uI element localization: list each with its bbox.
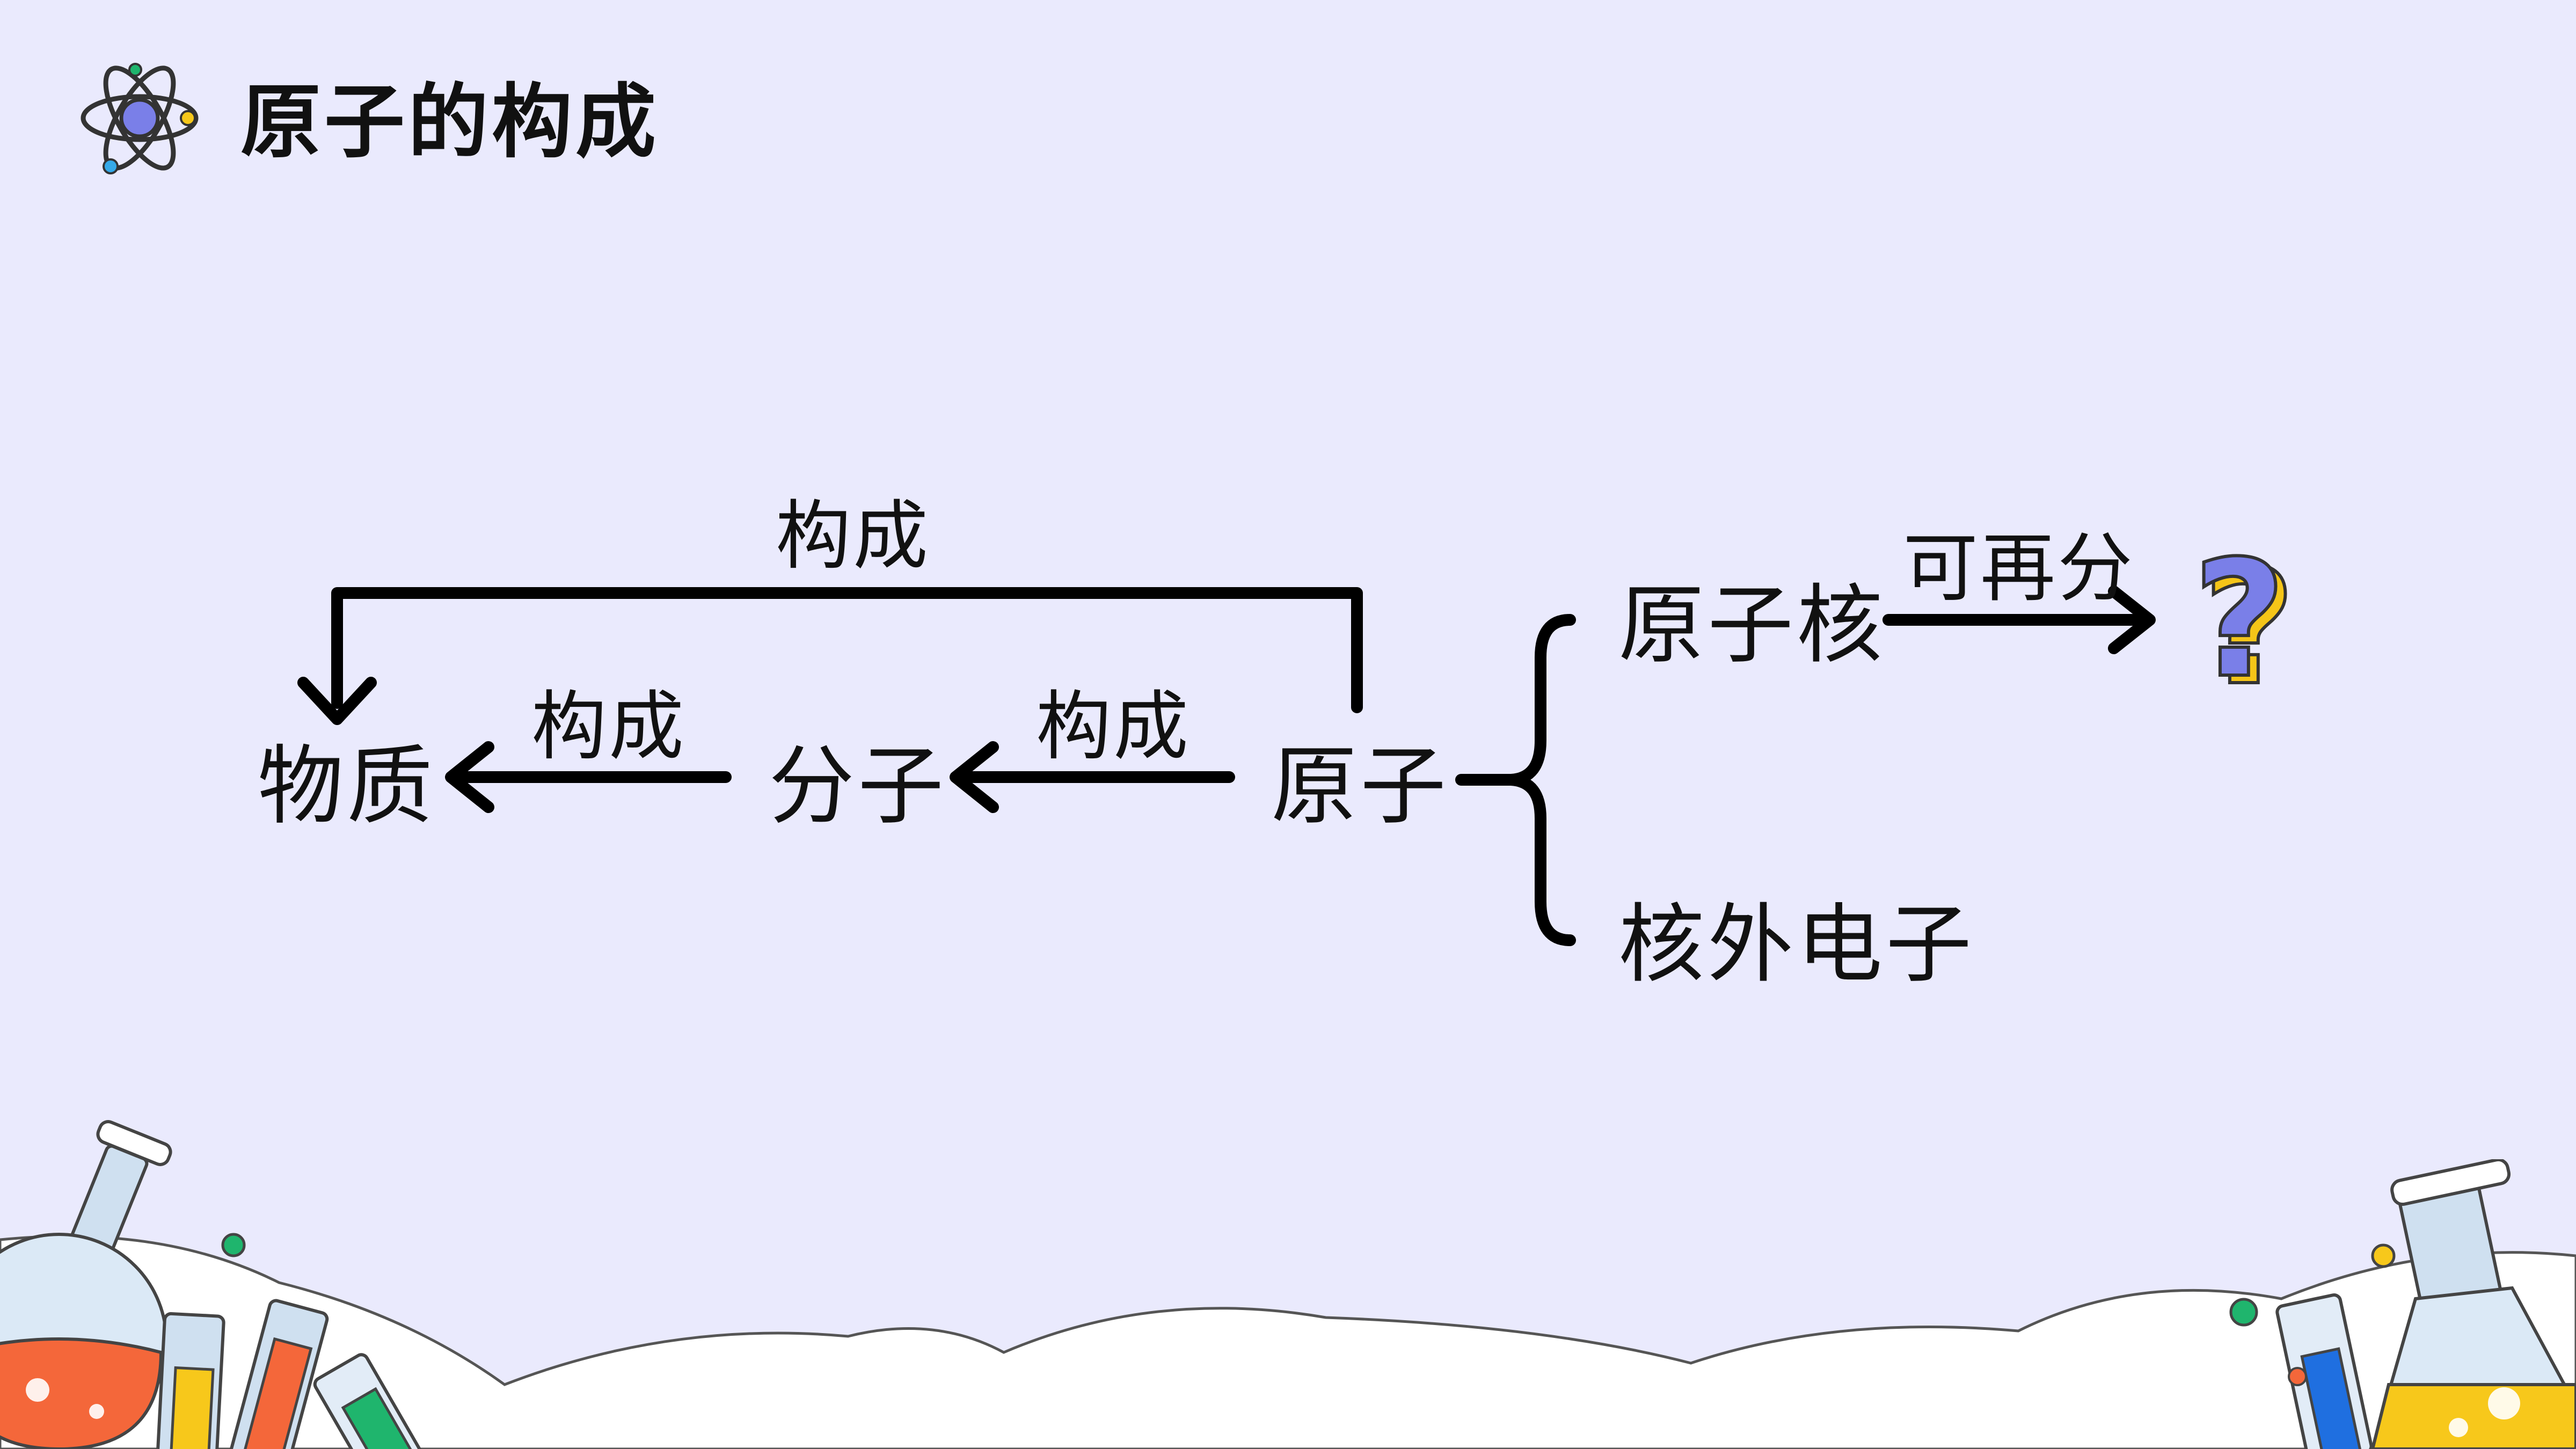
node-molecule: 分子	[769, 736, 947, 836]
bubble-icon	[2288, 1367, 2307, 1386]
arrowhead-atom-to-matter	[297, 677, 377, 725]
flask-icon	[2370, 1159, 2576, 1449]
edge-label-nucleus-divisible: 可再分	[1903, 525, 2135, 612]
test-tube-icon	[2275, 1293, 2373, 1449]
svg-text:?: ?	[2202, 537, 2296, 698]
edge-label-atom-to-matter: 构成	[776, 493, 931, 580]
arrow-atom-to-matter	[331, 587, 1363, 713]
flask-icon	[0, 1120, 172, 1449]
question-mark-icon: ? ?	[2191, 537, 2297, 698]
node-nucleus: 原子核	[1618, 575, 1886, 675]
arrowhead-atom-to-molecule	[950, 741, 999, 813]
lab-glassware-left	[0, 1120, 433, 1449]
node-matter: 物质	[258, 736, 436, 836]
edge-label-molecule-to-matter: 构成	[531, 683, 687, 771]
bubble-icon	[2229, 1298, 2258, 1327]
arrowhead-molecule-to-matter	[445, 741, 494, 813]
bubble-icon	[221, 1233, 246, 1257]
svg-text:?: ?	[2193, 537, 2286, 698]
composition-brace	[1455, 614, 1576, 946]
cloud-decoration	[0, 1235, 2576, 1449]
lab-glassware-right	[2229, 1159, 2576, 1449]
node-atom: 原子	[1271, 736, 1450, 836]
atom-icon	[81, 63, 199, 174]
node-electrons: 核外电子	[1618, 894, 1975, 994]
edge-label-atom-to-molecule: 构成	[1036, 683, 1191, 771]
bubble-icon	[2371, 1243, 2396, 1268]
arrowhead-nucleus-divisible	[2108, 586, 2156, 654]
page-title: 原子的构成	[240, 75, 660, 169]
test-tube-icon	[156, 1299, 433, 1449]
